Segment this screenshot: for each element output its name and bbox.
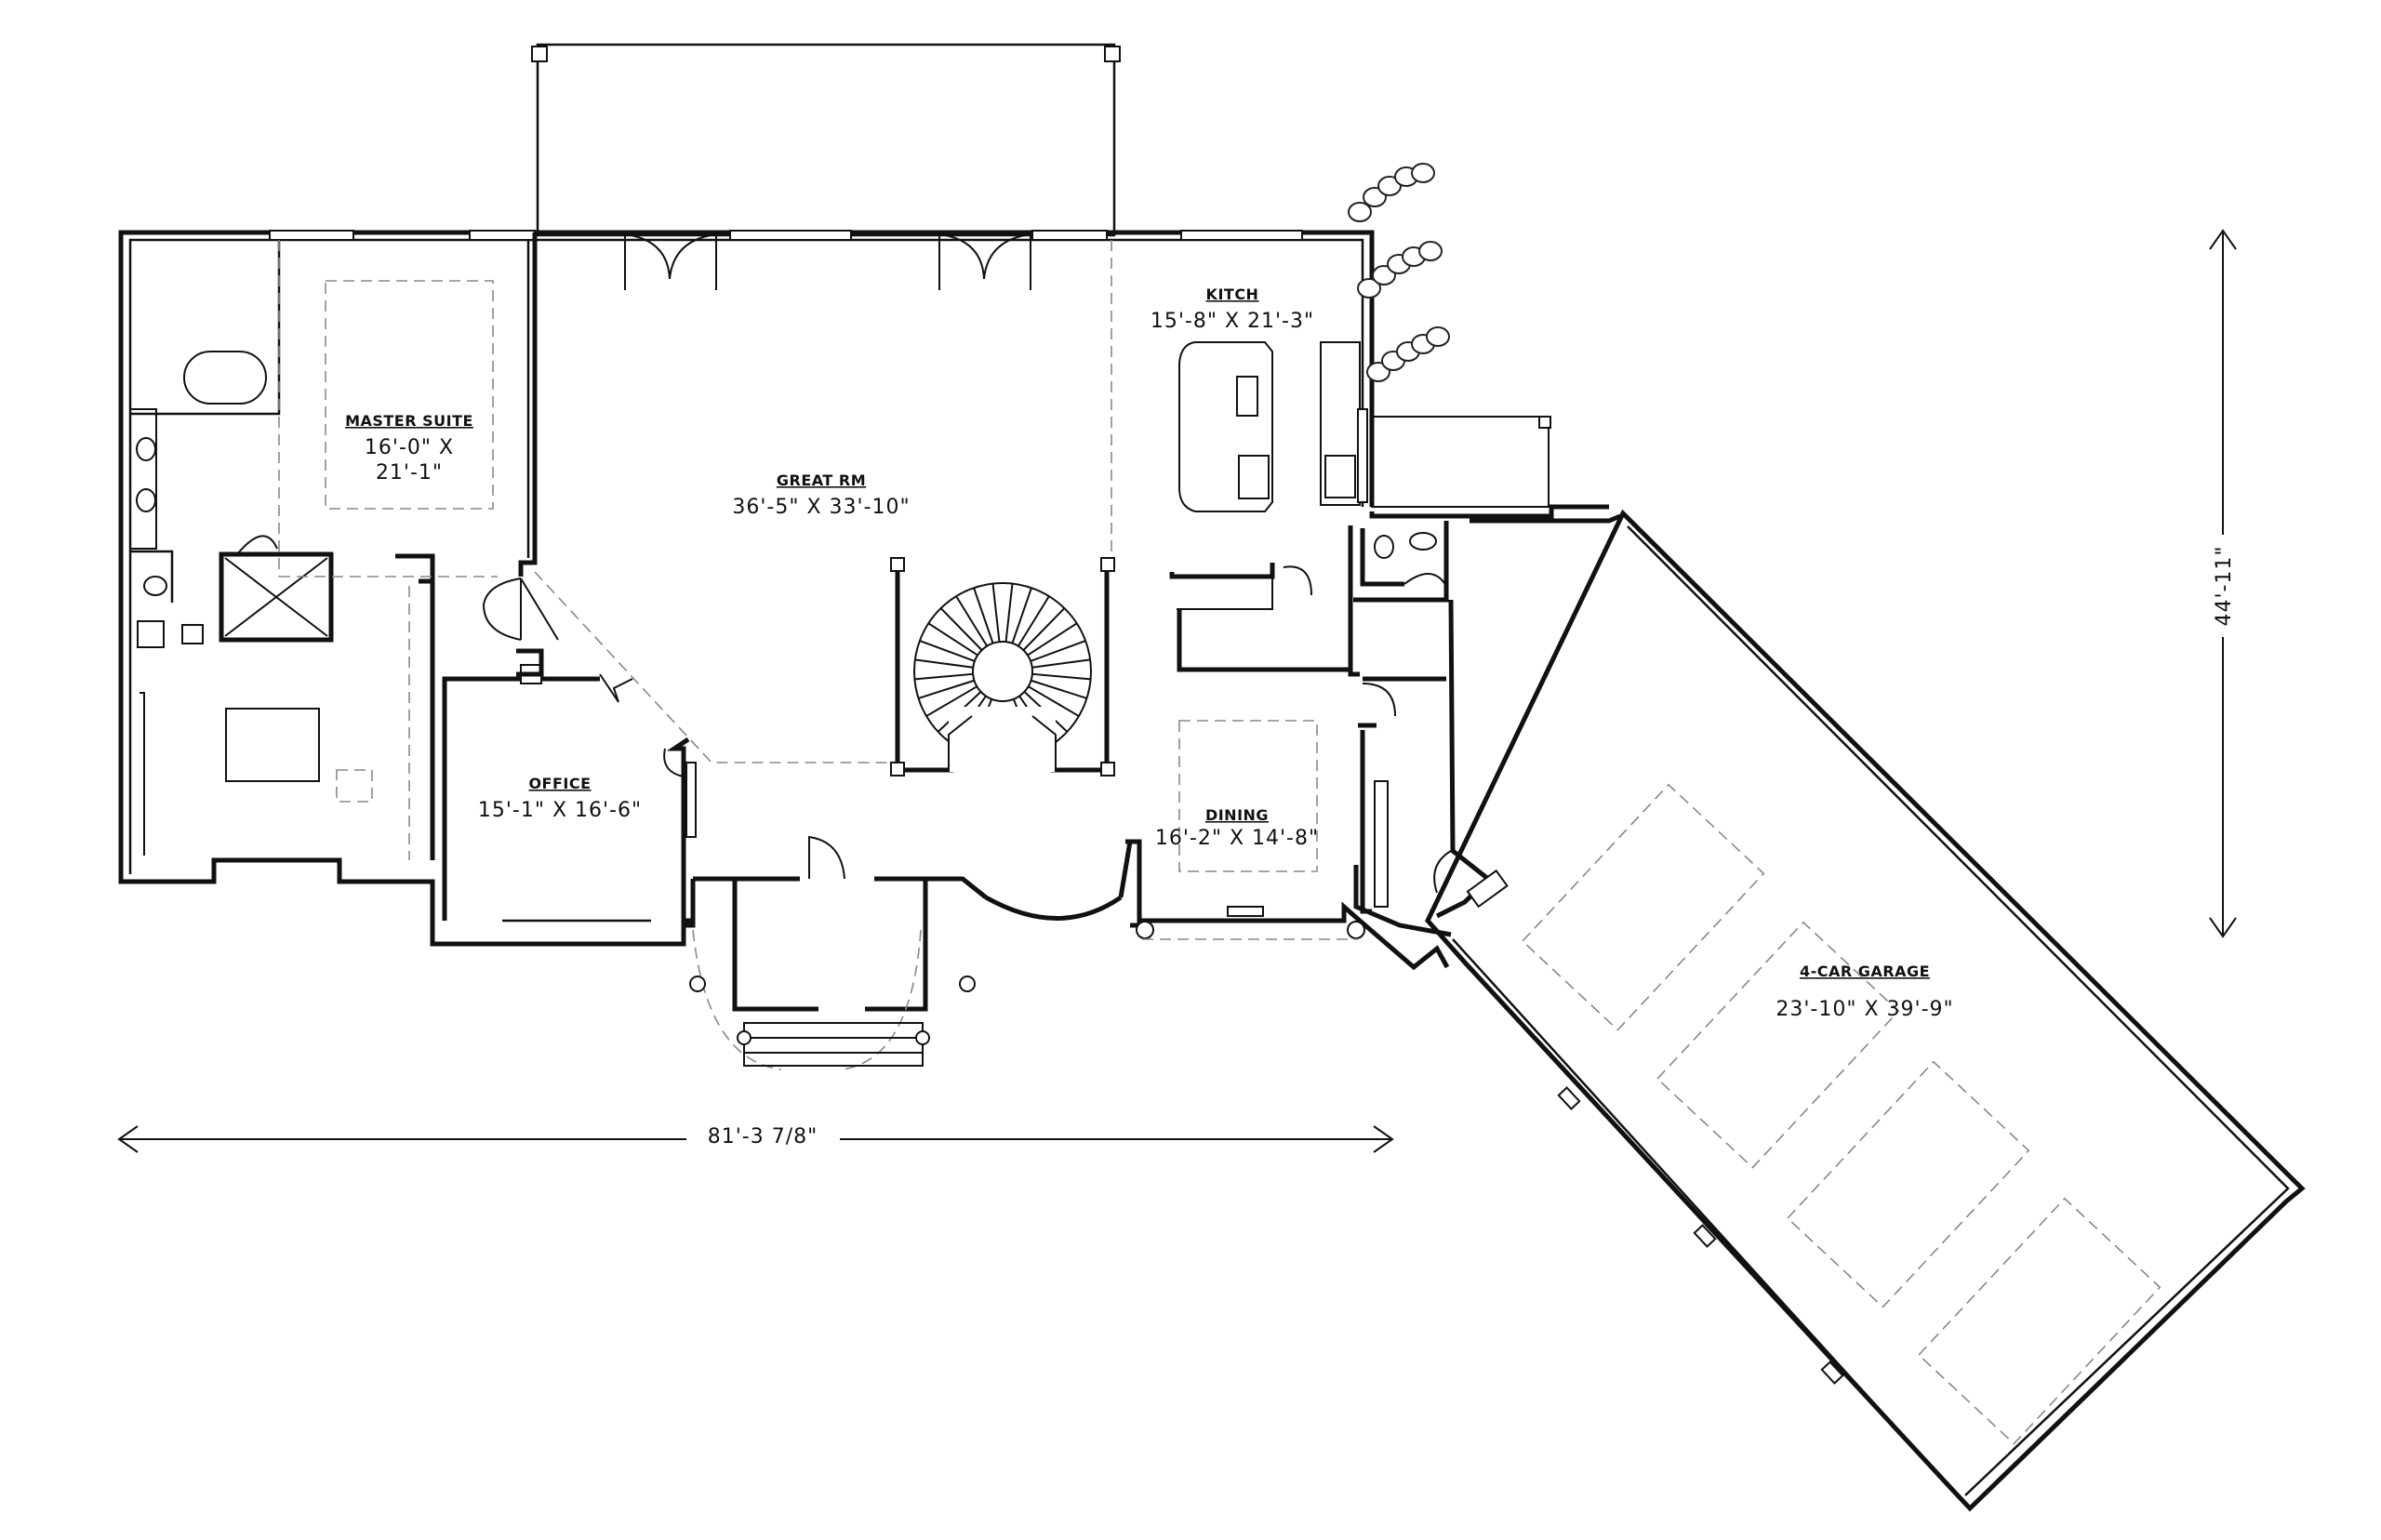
stair-tread bbox=[914, 658, 974, 669]
stair-tread bbox=[1017, 595, 1050, 647]
master-suite-walls bbox=[278, 232, 538, 581]
great-room-dims: 36'-5" X 33'-10" bbox=[732, 496, 910, 519]
shrub bbox=[1377, 176, 1402, 196]
garage-dims: 23'-10" X 39'-9" bbox=[1776, 998, 1953, 1021]
kitchen-label: KITCH bbox=[1206, 285, 1259, 303]
stair-tread bbox=[1011, 587, 1032, 644]
foyer-doors bbox=[483, 578, 559, 677]
office-walls bbox=[442, 664, 697, 923]
dining bbox=[1136, 720, 1365, 940]
dining-label: DINING bbox=[1205, 806, 1269, 824]
stair-tread bbox=[914, 672, 974, 681]
parking-bay bbox=[1521, 783, 1765, 1031]
master-bath bbox=[129, 240, 334, 648]
shrub bbox=[1418, 241, 1443, 261]
dining-dims: 16'-2" X 14'-8" bbox=[1155, 827, 1319, 850]
stair-tread bbox=[1022, 607, 1066, 651]
closet bbox=[140, 578, 435, 860]
master-suite-dims-line1: 16'-0" X bbox=[365, 436, 454, 459]
office-label: OFFICE bbox=[528, 775, 591, 792]
depth-dimension: 44'-11" bbox=[2206, 229, 2240, 938]
parking-bay bbox=[1917, 1197, 2162, 1445]
master-suite-dims-line2: 21'-1" bbox=[376, 461, 443, 485]
shrub bbox=[1348, 202, 1372, 222]
stair-tread bbox=[1031, 658, 1091, 669]
shrub bbox=[1357, 278, 1381, 299]
stair-tread bbox=[973, 587, 994, 644]
stair-tread bbox=[925, 685, 978, 717]
stair-tread bbox=[955, 595, 989, 647]
service-hall bbox=[1348, 521, 1509, 919]
stair-tread bbox=[1027, 622, 1078, 657]
parking-bay bbox=[1656, 921, 1900, 1169]
shrub bbox=[1426, 326, 1450, 347]
stair-tread bbox=[1004, 583, 1014, 643]
great-room-dashes bbox=[534, 240, 1112, 763]
room-labels: MASTER SUITE 16'-0" X 21'-1" GREAT RM 36… bbox=[345, 285, 1953, 1021]
stair-tread bbox=[991, 583, 1001, 643]
master-suite-label: MASTER SUITE bbox=[345, 412, 473, 430]
kitchen bbox=[1169, 341, 1361, 672]
stair-tread bbox=[1030, 640, 1086, 662]
overall-depth-label: 44'-11" bbox=[2213, 545, 2236, 626]
width-dimension: 81'-3 7/8" bbox=[117, 1121, 1394, 1153]
rear-windows bbox=[269, 230, 1303, 290]
stair-tread bbox=[1028, 685, 1080, 717]
spiral-stair bbox=[890, 557, 1115, 777]
garage-bays bbox=[1521, 783, 2162, 1445]
stair-tread bbox=[939, 607, 983, 651]
parking-bay bbox=[1786, 1060, 2030, 1308]
rear-porch bbox=[531, 43, 1121, 237]
stair-tread bbox=[918, 679, 975, 699]
stair-tread bbox=[1031, 672, 1091, 681]
shrubs bbox=[1348, 163, 1450, 382]
stair-tread bbox=[919, 640, 976, 662]
kitchen-dims: 15'-8" X 21'-3" bbox=[1151, 310, 1314, 333]
garage-label: 4-CAR GARAGE bbox=[1800, 962, 1930, 980]
garage bbox=[1357, 408, 2306, 1512]
stair-tread bbox=[1031, 679, 1087, 699]
overall-width-label: 81'-3 7/8" bbox=[708, 1125, 818, 1148]
front-porch bbox=[689, 835, 976, 1070]
stair-tread bbox=[927, 622, 978, 657]
great-room-label: GREAT RM bbox=[777, 471, 866, 489]
shrub bbox=[1411, 163, 1435, 183]
office-dims: 15'-1" X 16'-6" bbox=[478, 799, 642, 822]
